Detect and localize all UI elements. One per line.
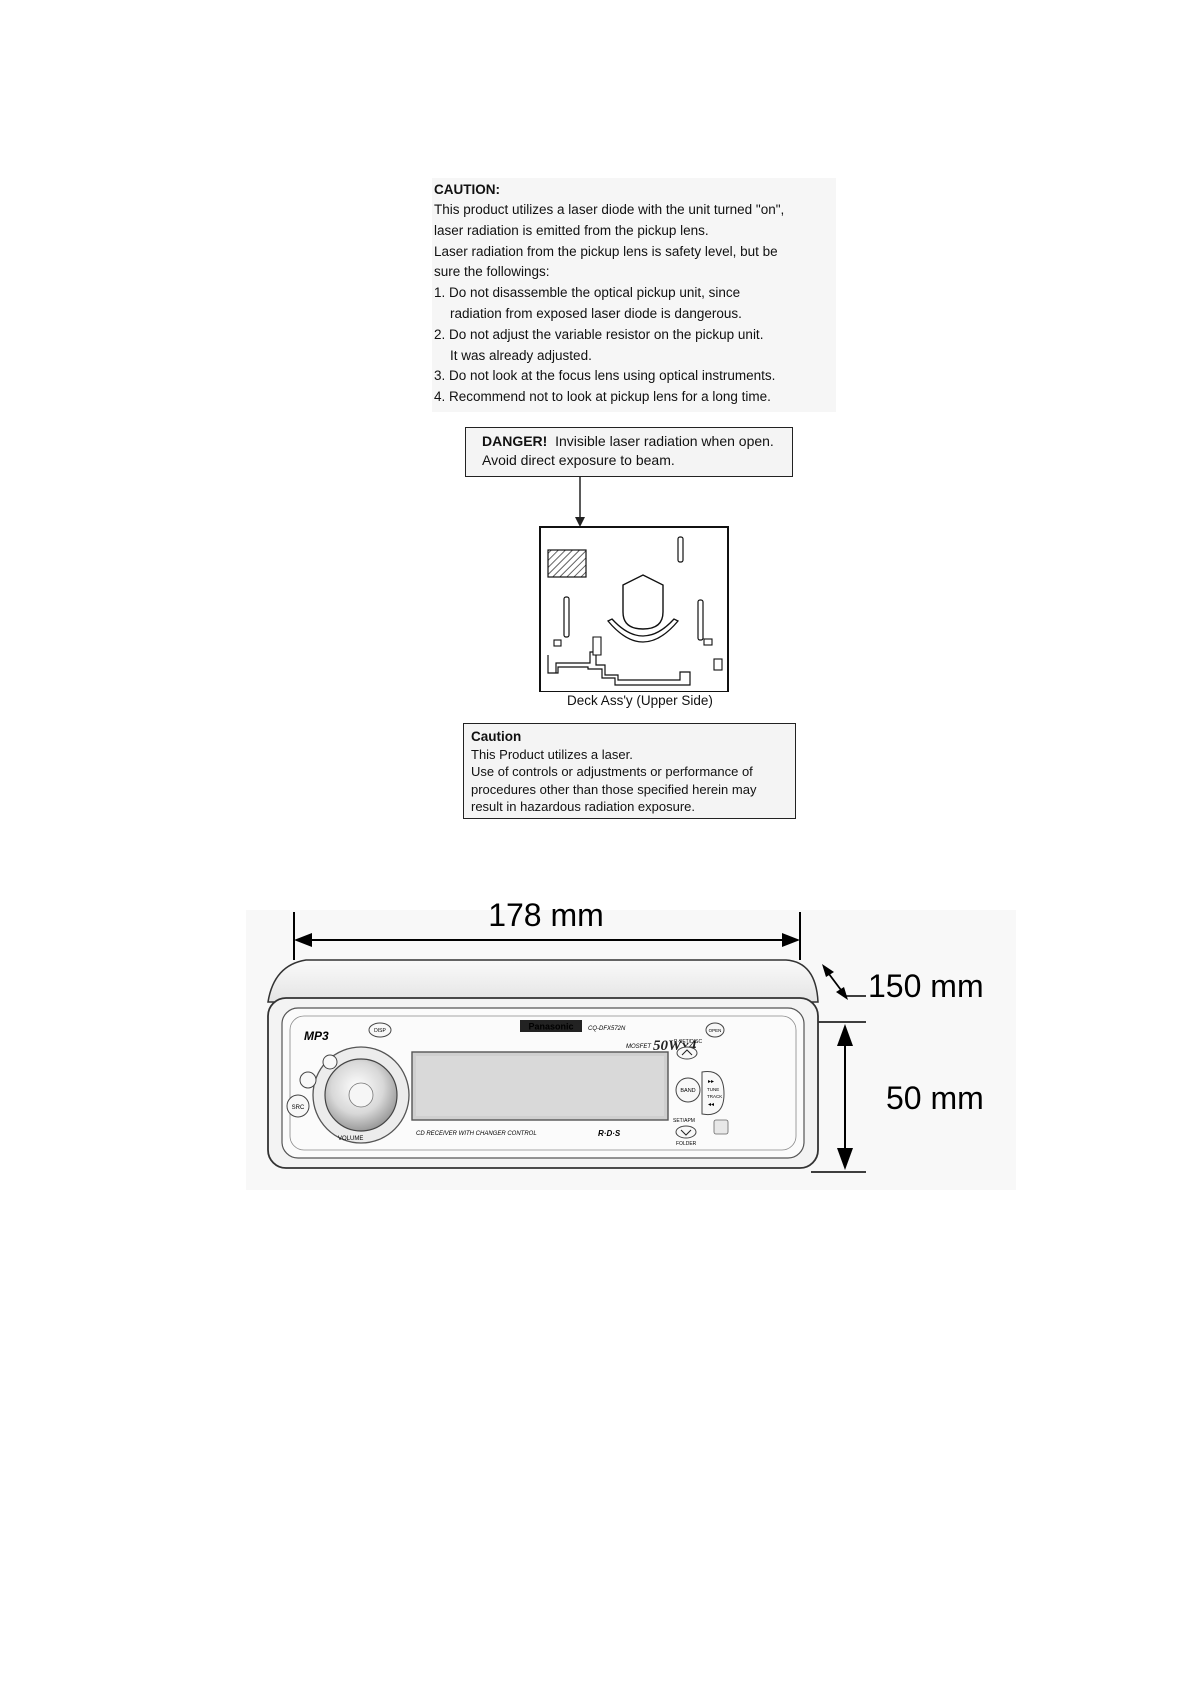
caution-label-line: procedures other than those specified he… bbox=[471, 781, 757, 797]
slot bbox=[563, 596, 570, 638]
lens-arc bbox=[606, 618, 680, 643]
caution-item-3: 3. Do not look at the focus lens using o… bbox=[434, 368, 776, 384]
rds-logo: R·D·S bbox=[598, 1129, 621, 1138]
small-square bbox=[713, 658, 723, 671]
setapm-label: SET/APM bbox=[673, 1118, 695, 1124]
deck-assembly-diagram bbox=[539, 477, 729, 692]
laser-window-hatched bbox=[547, 549, 587, 578]
caution-item-1: 1. Do not disassemble the optical pickup… bbox=[434, 285, 741, 301]
band-button-label: BAND bbox=[680, 1088, 695, 1094]
caution-line: sure the followings: bbox=[434, 264, 550, 280]
next-track-icon: ▸▸ bbox=[708, 1079, 714, 1085]
pointer-arrow-head bbox=[575, 517, 585, 527]
pickup-lens-housing bbox=[622, 574, 664, 630]
caution-item-2: 2. Do not adjust the variable resistor o… bbox=[434, 326, 764, 342]
mechanism-tab bbox=[592, 636, 602, 656]
small-square bbox=[553, 639, 562, 647]
slot bbox=[697, 599, 704, 641]
folder-label: FOLDER bbox=[676, 1141, 697, 1147]
mp3-logo: MP3 bbox=[304, 1029, 329, 1043]
caution-label-line: This Product utilizes a laser. bbox=[471, 746, 633, 762]
pwr-button[interactable] bbox=[299, 1071, 317, 1089]
height-arrow-bottom bbox=[837, 1148, 853, 1170]
danger-line-1: DANGER! Invisible laser radiation when o… bbox=[482, 432, 792, 451]
caution-label-line: Use of controls or adjustments or perfor… bbox=[471, 764, 753, 779]
danger-warning-box: DANGER! Invisible laser radiation when o… bbox=[465, 427, 793, 477]
band-button[interactable] bbox=[675, 1077, 701, 1103]
small-square bbox=[703, 638, 713, 646]
tune-label: TUNE bbox=[707, 1087, 719, 1092]
slot bbox=[677, 536, 684, 563]
src-button[interactable] bbox=[286, 1094, 310, 1118]
folder-down-button[interactable] bbox=[675, 1125, 697, 1139]
cd-compat-badge bbox=[713, 1119, 729, 1135]
width-arrow-right bbox=[782, 933, 800, 947]
brand-badge bbox=[520, 1020, 582, 1032]
caution-line: This product utilizes a laser diode with… bbox=[434, 202, 785, 217]
depth-label: 150 mm bbox=[868, 968, 984, 1004]
deck-mechanism-outline bbox=[547, 651, 691, 686]
disp-button-label: DISP bbox=[374, 1028, 386, 1034]
prev-track-icon: ◂◂ bbox=[708, 1102, 714, 1108]
caution-line: laser radiation is emitted from the pick… bbox=[434, 222, 709, 238]
depth-arrow-top bbox=[822, 964, 834, 977]
depth-arrow-bottom bbox=[836, 987, 848, 1000]
caution-line: Laser radiation from the pickup lens is … bbox=[434, 243, 778, 259]
down-chevron-icon bbox=[680, 1129, 692, 1136]
width-label: 178 mm bbox=[488, 897, 604, 933]
danger-text-1: Invisible laser radiation when open. bbox=[555, 433, 774, 449]
caution-label-title: Caution bbox=[471, 729, 522, 744]
caution-item-4: 4. Recommend not to look at pickup lens … bbox=[434, 389, 771, 405]
height-arrow-top bbox=[837, 1024, 853, 1046]
src-button-label: SRC bbox=[292, 1105, 305, 1111]
open-button[interactable] bbox=[705, 1022, 725, 1038]
caution-item-1-cont: radiation from exposed laser diode is da… bbox=[450, 305, 742, 321]
danger-text-2: Avoid direct exposure to beam. bbox=[482, 452, 675, 468]
brand-logo: Panasonic bbox=[528, 1022, 573, 1032]
caution-heading: CAUTION: bbox=[434, 182, 500, 197]
tune-track-rocker[interactable] bbox=[701, 1070, 725, 1116]
unit-dimension-drawing: 178 mm 150 mm 50 mm MP3 VOLUME SRC DISP … bbox=[246, 897, 1016, 1190]
model-number: CQ-DFX572N bbox=[588, 1026, 626, 1032]
volume-label: VOLUME bbox=[338, 1136, 363, 1142]
disp-button[interactable] bbox=[368, 1022, 392, 1038]
danger-label: DANGER! bbox=[482, 433, 548, 449]
width-arrow-left bbox=[294, 933, 312, 947]
pset-label: P·SET/DISC bbox=[674, 1039, 702, 1045]
receiver-label: CD RECEIVER WITH CHANGER CONTROL bbox=[416, 1131, 537, 1137]
sq-button[interactable] bbox=[322, 1054, 338, 1070]
caution-label-box: Caution This Product utilizes a laser. U… bbox=[463, 723, 796, 819]
caution-section: CAUTION: This product utilizes a laser d… bbox=[432, 178, 836, 412]
track-label: TRACK bbox=[707, 1094, 722, 1099]
height-label: 50 mm bbox=[886, 1080, 984, 1116]
lcd-display-inner bbox=[416, 1056, 664, 1116]
unit-top-face bbox=[267, 959, 819, 1003]
volume-knob-center bbox=[348, 1082, 374, 1108]
pset-up-button[interactable] bbox=[676, 1046, 698, 1060]
open-button-label: OPEN bbox=[709, 1028, 722, 1033]
up-chevron-icon bbox=[681, 1049, 693, 1056]
deck-caption: Deck Ass'y (Upper Side) bbox=[567, 693, 713, 708]
caution-item-2-cont: It was already adjusted. bbox=[450, 347, 592, 363]
mosfet-label: MOSFET bbox=[626, 1044, 652, 1050]
caution-label-line: result in hazardous radiation exposure. bbox=[471, 799, 696, 814]
faceplate-inner-edge bbox=[289, 1015, 797, 1151]
